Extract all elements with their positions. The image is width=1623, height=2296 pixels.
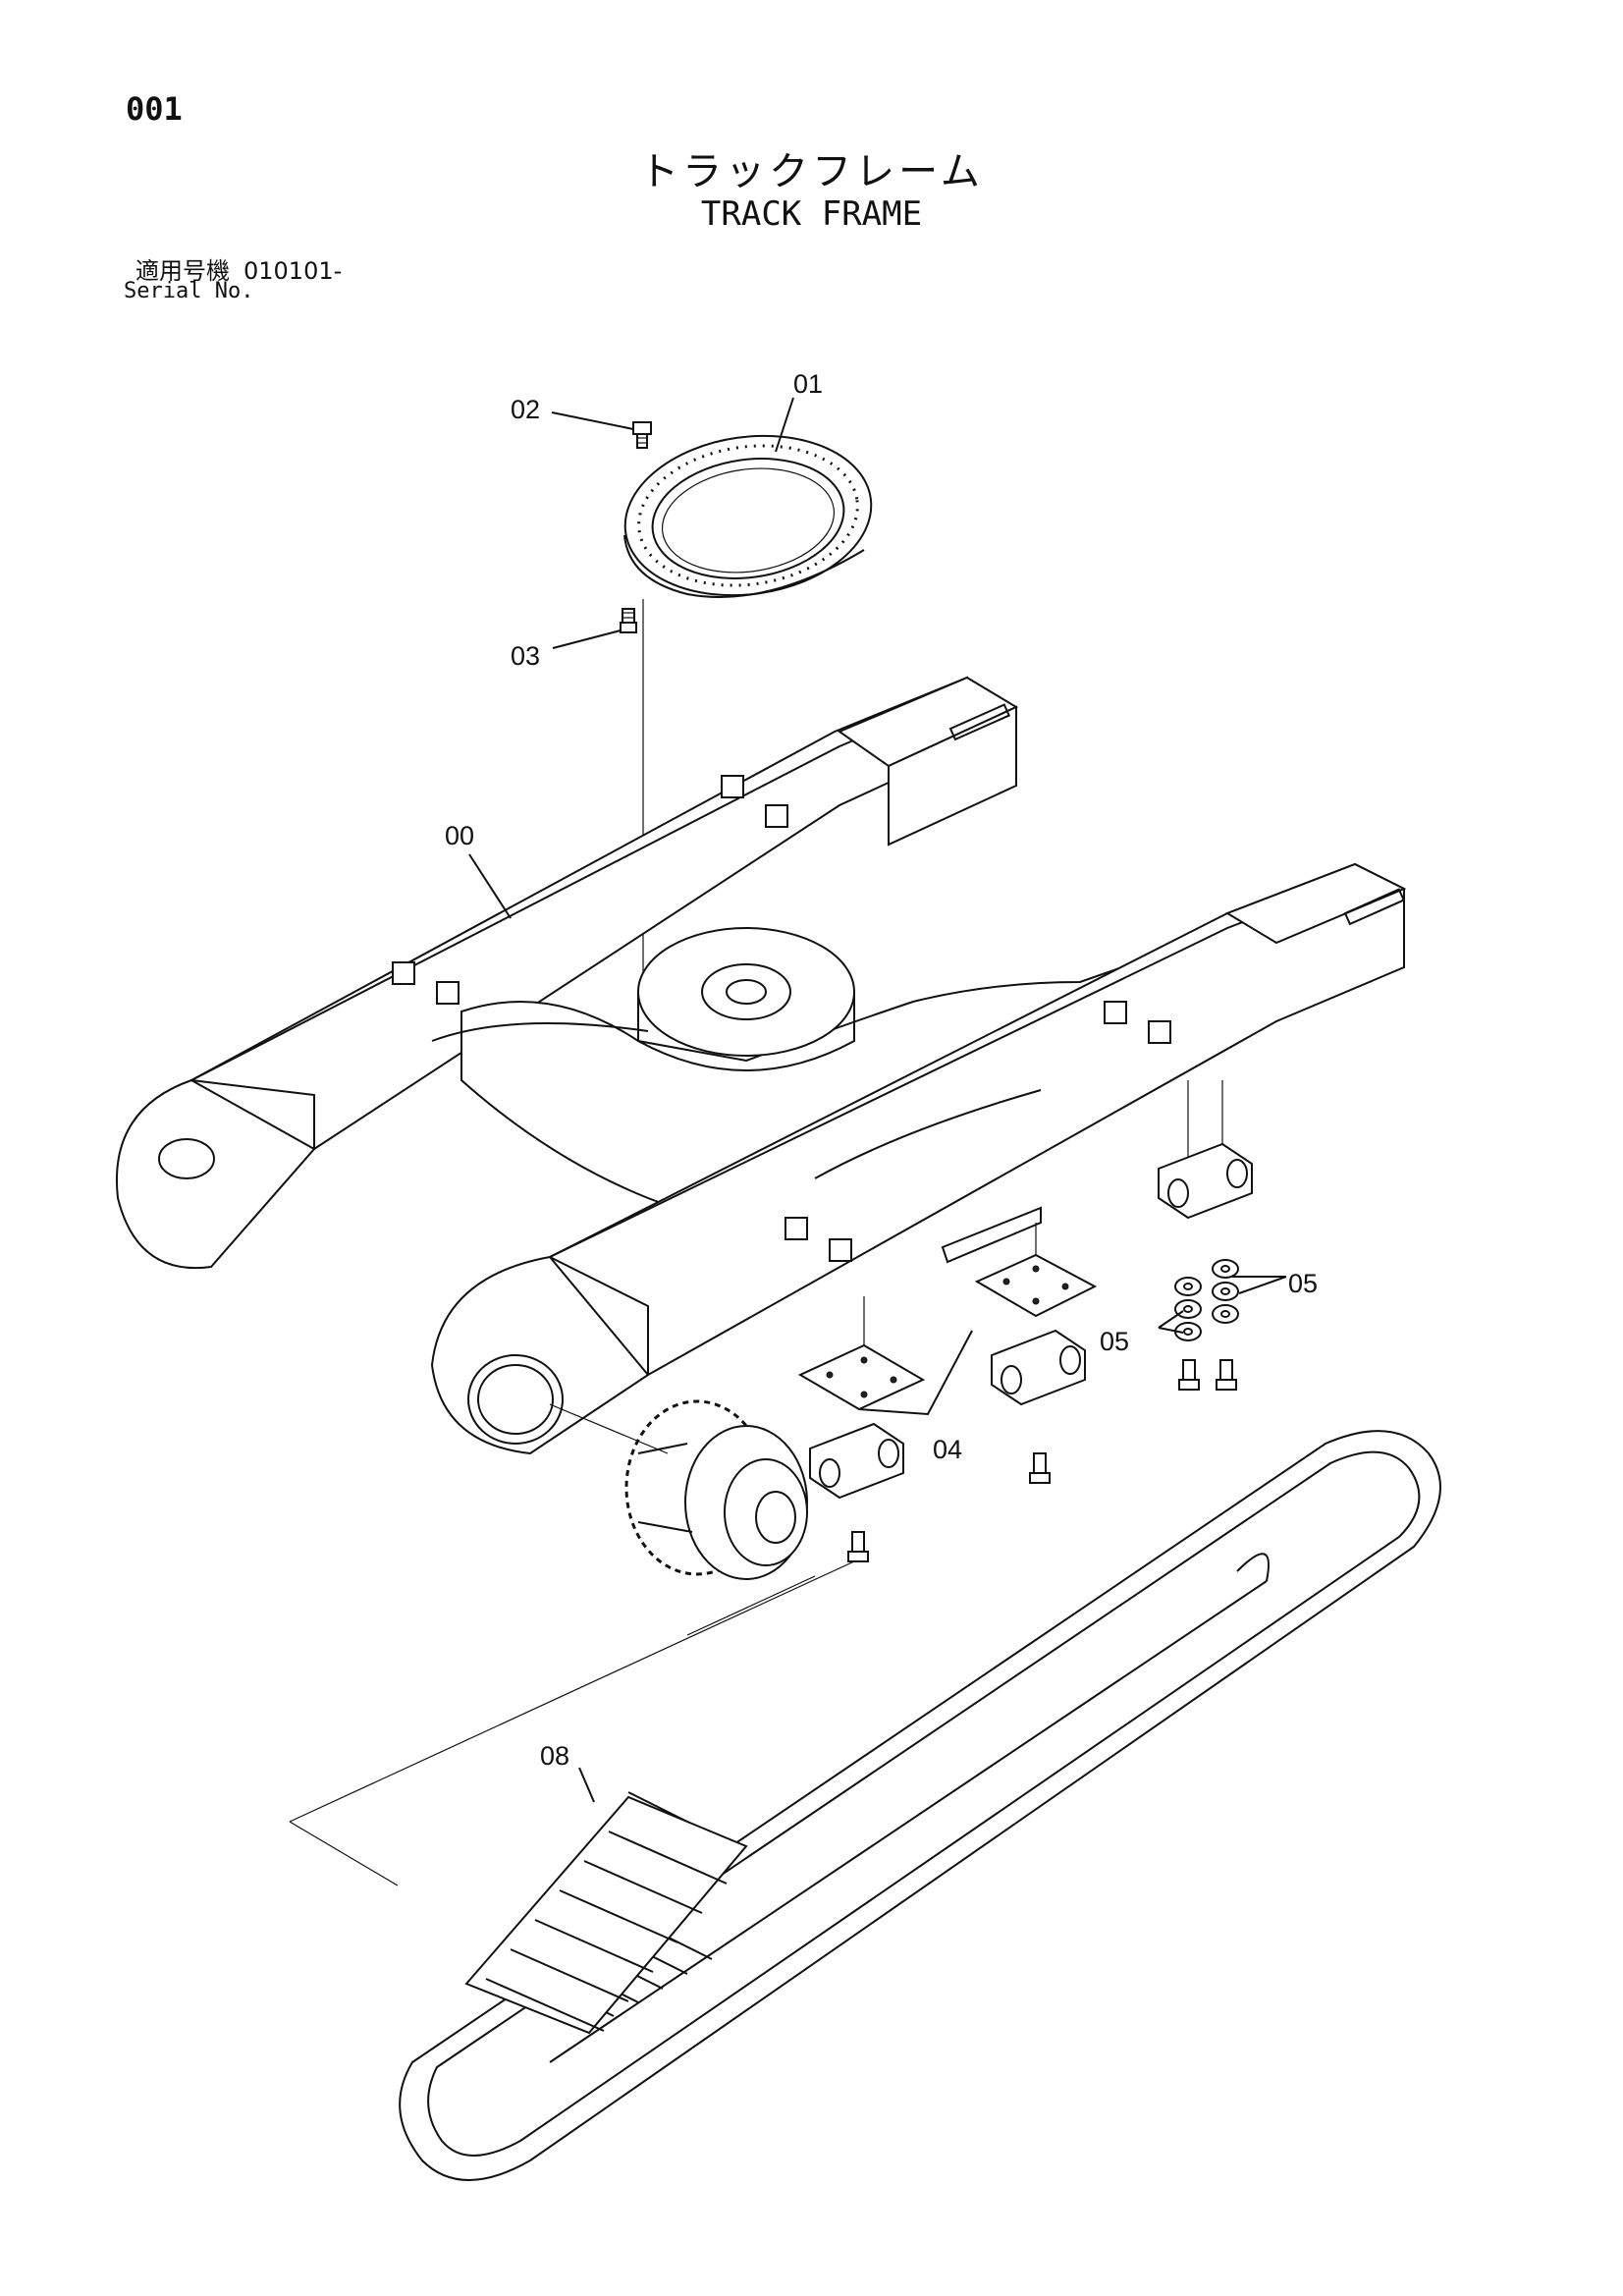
callout-label: 01 <box>793 369 823 399</box>
serial-number-value: 010101- <box>243 257 343 285</box>
track-frame-part <box>116 676 1407 1455</box>
bolt-part <box>847 1359 1237 1562</box>
crawler-track-part <box>399 1430 1441 2181</box>
roller-plate-part <box>797 1343 926 1411</box>
swing-bearing-part <box>623 434 873 598</box>
serial-label: Serial No. <box>124 279 254 303</box>
callout-leaders <box>468 397 1287 1803</box>
serial-number-row: 適用号機 010101- <box>135 251 355 286</box>
callout-label: 05 <box>1288 1269 1318 1298</box>
page-title-japanese: トラックフレーム <box>639 149 984 194</box>
callout-label: 05 <box>1100 1327 1129 1356</box>
callout-label: 00 <box>445 821 474 850</box>
page-number: 001 <box>126 90 183 128</box>
upper-roller-part <box>1158 1142 1253 1220</box>
roller-plate-part <box>974 1253 1098 1318</box>
callout-label: 03 <box>511 641 540 671</box>
bolt-part <box>620 608 637 633</box>
callout-label: 08 <box>540 1741 569 1771</box>
page-title: TRACK FRAME <box>700 194 923 234</box>
bolt-part <box>632 421 652 449</box>
callout-label: 02 <box>511 395 540 424</box>
upper-roller-part <box>991 1329 1086 1406</box>
washer-part <box>1174 1259 1239 1341</box>
travel-motor-sprocket-part <box>624 1399 808 1580</box>
callout-label: 04 <box>933 1435 962 1464</box>
upper-roller-part <box>809 1422 904 1500</box>
serial-label-japanese: 適用号機 <box>135 257 230 285</box>
